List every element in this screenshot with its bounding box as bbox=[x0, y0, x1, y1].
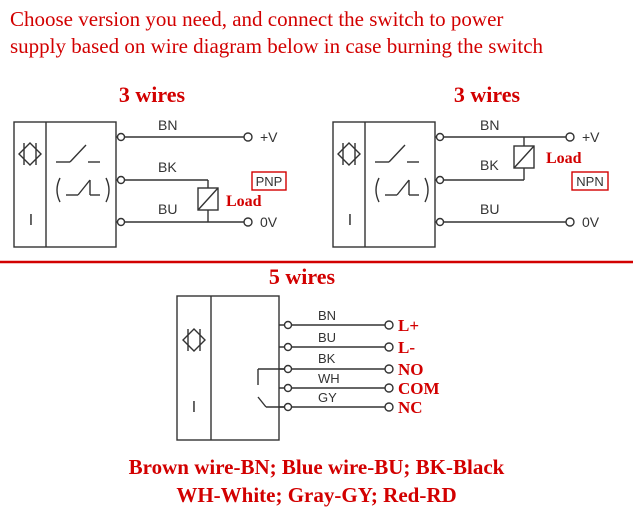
npn-label-bn: BN bbox=[480, 117, 499, 133]
pnp-sensor-label: I bbox=[29, 212, 33, 229]
pnp-label-bu: BU bbox=[158, 201, 177, 217]
pnp-terminal-plus-v: +V bbox=[260, 129, 278, 145]
pnp-label-bn: BN bbox=[158, 117, 177, 133]
pnp-type-label: PNP bbox=[256, 174, 283, 189]
npn-terminal-plus-v: +V bbox=[582, 129, 600, 145]
five-wire-sensor-label: I bbox=[192, 399, 196, 416]
five-label-wh: WH bbox=[318, 371, 340, 386]
npn-type-label: NPN bbox=[576, 174, 603, 189]
five-wire-title: 5 wires bbox=[269, 264, 336, 289]
legend-line-2: WH-White; Gray-GY; Red-RD bbox=[176, 483, 457, 507]
five-label-gy: GY bbox=[318, 390, 337, 405]
diagram-pnp: 3 wires I BN bbox=[13, 82, 287, 248]
instruction-line-2: supply based on wire diagram below in ca… bbox=[10, 34, 544, 58]
pnp-label-bk: BK bbox=[158, 159, 177, 175]
npn-label-bu: BU bbox=[480, 201, 499, 217]
diagram-npn: 3 wires I BN B bbox=[332, 82, 609, 248]
instruction-line-1: Choose version you need, and connect the… bbox=[10, 7, 504, 31]
sensor-icon bbox=[18, 142, 42, 166]
npn-title: 3 wires bbox=[454, 82, 521, 107]
sensor-icon bbox=[337, 142, 361, 166]
pnp-title: 3 wires bbox=[119, 82, 186, 107]
pnp-load-label: Load bbox=[226, 193, 262, 210]
npn-sensor-body bbox=[332, 121, 436, 248]
five-terminal-no: NO bbox=[398, 360, 424, 379]
npn-sensor-label: I bbox=[348, 212, 352, 229]
wire-color-legend: Brown wire-BN; Blue wire-BU; BK-Black WH… bbox=[0, 453, 633, 509]
switch-symbol bbox=[375, 144, 429, 203]
instruction-text: Choose version you need, and connect the… bbox=[10, 6, 630, 60]
diagram-5wire: 5 wires I BN BU BK WH bbox=[176, 264, 440, 441]
pnp-type-box bbox=[251, 171, 287, 191]
legend-line-1: Brown wire-BN; Blue wire-BU; BK-Black bbox=[128, 455, 505, 479]
pnp-sensor-body bbox=[13, 121, 117, 248]
five-label-bn: BN bbox=[318, 308, 336, 323]
npn-terminal-0v: 0V bbox=[582, 214, 600, 230]
npn-load-label: Load bbox=[546, 150, 582, 167]
switch-symbol bbox=[56, 144, 110, 203]
five-terminal-nc: NC bbox=[398, 398, 423, 417]
pnp-terminal-0v: 0V bbox=[260, 214, 278, 230]
five-label-bu: BU bbox=[318, 330, 336, 345]
five-terminal-lminus: L- bbox=[398, 338, 415, 357]
npn-type-box bbox=[571, 171, 609, 191]
sensor-icon bbox=[182, 328, 206, 352]
five-wire-sensor-body bbox=[176, 295, 280, 441]
five-terminal-lplus: L+ bbox=[398, 316, 419, 335]
five-terminal-com: COM bbox=[398, 379, 440, 398]
five-label-bk: BK bbox=[318, 351, 336, 366]
npn-label-bk: BK bbox=[480, 157, 499, 173]
